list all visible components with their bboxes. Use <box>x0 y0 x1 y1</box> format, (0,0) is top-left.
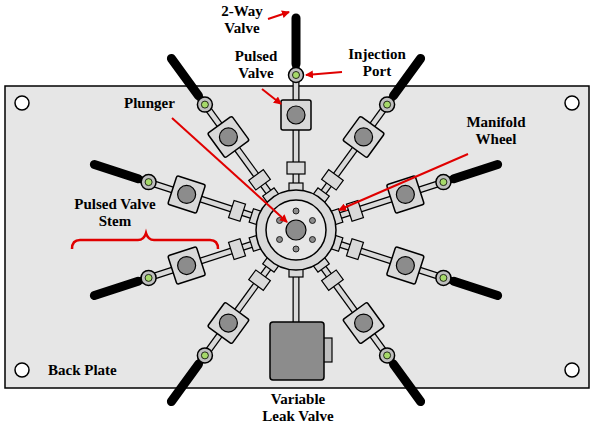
valve-stem <box>197 94 270 194</box>
two-way-valve <box>171 364 198 401</box>
wheel-bolt <box>309 218 315 224</box>
stem-coupling <box>229 239 246 260</box>
pulsed-valve <box>207 116 249 158</box>
injection-port-septum <box>293 72 300 79</box>
valve-label: Pulsed Valve <box>226 48 286 83</box>
injection-port-septum <box>440 274 447 281</box>
stem-coupling <box>249 270 271 290</box>
leader-arrow <box>306 72 342 75</box>
valve-stem <box>197 266 270 366</box>
two-way-valve <box>292 18 301 64</box>
wheel-bolt <box>277 237 283 243</box>
mount-hole <box>565 363 579 377</box>
valve-stem <box>322 266 395 366</box>
two-way-valve <box>94 281 138 295</box>
injection-port-septum <box>384 352 391 359</box>
wheel-bolt <box>293 208 299 214</box>
valve-stem <box>322 266 395 366</box>
pulsed-valve <box>168 176 206 214</box>
leader-arrow <box>262 89 281 104</box>
plunger-label: Plunger <box>124 95 175 112</box>
injection-port <box>380 348 395 363</box>
injection-port-septum <box>384 101 391 108</box>
pulsed-valve-body <box>178 185 196 203</box>
stem-coupling <box>346 239 363 260</box>
stem-coupling <box>249 170 271 190</box>
two-way-valve <box>394 364 421 401</box>
injection-port-septum <box>145 179 152 186</box>
leader-arrow <box>339 154 468 210</box>
variable-leak-valve <box>270 322 324 380</box>
stem-bracket <box>72 233 218 249</box>
plunger <box>286 220 306 240</box>
manifold-wheel <box>249 183 343 277</box>
two-way-valve <box>454 281 498 295</box>
injection-port <box>197 348 212 363</box>
injection-port-septum <box>440 179 447 186</box>
wheel-bolt <box>293 246 299 252</box>
leak-valve-label: Variable Leak Valve <box>256 391 340 426</box>
pulsed-valve-body <box>396 185 414 203</box>
leak-tube <box>293 270 300 324</box>
pulsed-valve-body <box>396 257 414 275</box>
two-way-valve <box>394 58 421 95</box>
leader-arrow <box>172 118 287 222</box>
valve-stem <box>322 94 395 194</box>
pulsed-valve-body <box>287 106 305 124</box>
injection-port <box>197 97 212 112</box>
wheel-bolt <box>309 237 315 243</box>
valve-stem <box>197 266 270 366</box>
valve-stem <box>322 94 395 194</box>
injection-port <box>141 270 156 285</box>
pulsed-valve-body <box>178 257 196 275</box>
wheel-label: Manifold Wheel <box>460 114 532 149</box>
injection-port <box>289 68 304 83</box>
pulsed-valve-body <box>219 128 237 146</box>
valve-label: 2-Way Valve <box>212 3 272 38</box>
two-way-valve <box>454 164 498 178</box>
leak-tube <box>294 270 299 324</box>
stem-coupling <box>229 200 246 221</box>
injection-port <box>436 175 451 190</box>
injection-port-septum <box>201 101 208 108</box>
stem-label: Pulsed Valve Stem <box>74 196 156 231</box>
pulsed-valve-body <box>355 128 373 146</box>
stem-coupling <box>287 162 305 174</box>
pulsed-valve-body <box>219 314 237 332</box>
injection-port <box>141 175 156 190</box>
pulsed-valve <box>386 247 424 285</box>
stem-coupling <box>322 270 344 290</box>
stem-coupling <box>322 170 344 190</box>
mount-hole <box>15 96 29 110</box>
injection-port-septum <box>201 352 208 359</box>
mount-hole <box>565 96 579 110</box>
two-way-valve <box>94 164 138 178</box>
injection-port <box>436 270 451 285</box>
valve-stem <box>197 94 270 194</box>
pulsed-valve-body <box>355 314 373 332</box>
two-way-valve <box>171 58 198 95</box>
pulsed-valve <box>207 302 249 344</box>
leader-arrow <box>268 12 289 19</box>
pulsed-valve <box>168 247 206 285</box>
pulsed-valve <box>343 302 385 344</box>
mount-hole <box>15 363 29 377</box>
pulsed-valve <box>343 116 385 158</box>
plate-label: Back Plate <box>48 362 117 379</box>
injection-port-septum <box>145 274 152 281</box>
port-label: Injection Port <box>344 46 410 81</box>
pulsed-valve <box>281 100 311 130</box>
injection-port <box>380 97 395 112</box>
